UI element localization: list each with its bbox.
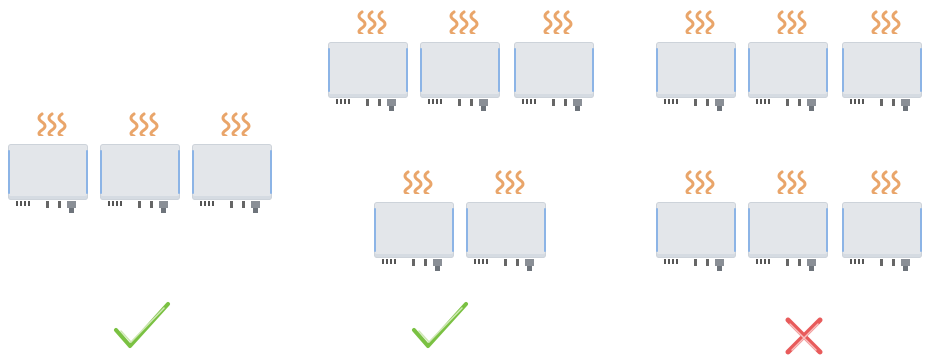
inverter-housing xyxy=(514,42,594,98)
inverter-housing xyxy=(328,42,408,98)
connector-ports xyxy=(426,98,496,108)
connector-ports xyxy=(334,98,404,108)
heat-waves-icon xyxy=(350,10,390,34)
inverter-unit xyxy=(748,10,832,106)
heat-waves-icon xyxy=(442,10,482,34)
connector-ports xyxy=(520,98,590,108)
inverter-housing xyxy=(656,202,736,258)
heat-waves-icon xyxy=(770,10,810,34)
inverter-housing xyxy=(748,42,828,98)
heat-waves-icon xyxy=(864,170,904,194)
inverter-housing xyxy=(466,202,546,258)
checkmark-icon xyxy=(112,300,172,354)
checkmark-icon xyxy=(410,300,470,354)
inverter-housing xyxy=(192,144,272,200)
inverter-unit xyxy=(656,170,740,266)
inverter-housing xyxy=(842,202,922,258)
heat-waves-icon xyxy=(864,10,904,34)
heat-waves-icon xyxy=(396,170,436,194)
inverter-unit xyxy=(374,170,458,266)
inverter-unit xyxy=(514,10,598,106)
inverter-unit xyxy=(328,10,412,106)
connector-ports xyxy=(198,200,268,210)
inverter-unit xyxy=(8,112,92,208)
inverter-unit xyxy=(100,112,184,208)
heat-waves-icon xyxy=(214,112,254,136)
connector-ports xyxy=(848,258,918,268)
heat-waves-icon xyxy=(770,170,810,194)
connector-ports xyxy=(380,258,450,268)
inverter-unit xyxy=(748,170,832,266)
inverter-unit xyxy=(842,170,925,266)
inverter-unit xyxy=(420,10,504,106)
inverter-unit xyxy=(192,112,276,208)
connector-ports xyxy=(662,98,732,108)
heat-waves-icon xyxy=(678,10,718,34)
heat-waves-icon xyxy=(122,112,162,136)
connector-ports xyxy=(662,258,732,268)
inverter-housing xyxy=(8,144,88,200)
heat-waves-icon xyxy=(488,170,528,194)
connector-ports xyxy=(472,258,542,268)
heat-waves-icon xyxy=(678,170,718,194)
inverter-unit xyxy=(842,10,925,106)
connector-ports xyxy=(14,200,84,210)
heat-waves-icon xyxy=(30,112,70,136)
cross-icon xyxy=(782,314,826,362)
inverter-unit xyxy=(656,10,740,106)
inverter-housing xyxy=(842,42,922,98)
inverter-housing xyxy=(656,42,736,98)
connector-ports xyxy=(106,200,176,210)
connector-ports xyxy=(848,98,918,108)
inverter-housing xyxy=(420,42,500,98)
inverter-unit xyxy=(466,170,550,266)
connector-ports xyxy=(754,98,824,108)
connector-ports xyxy=(754,258,824,268)
heat-waves-icon xyxy=(536,10,576,34)
inverter-housing xyxy=(100,144,180,200)
inverter-housing xyxy=(748,202,828,258)
inverter-housing xyxy=(374,202,454,258)
